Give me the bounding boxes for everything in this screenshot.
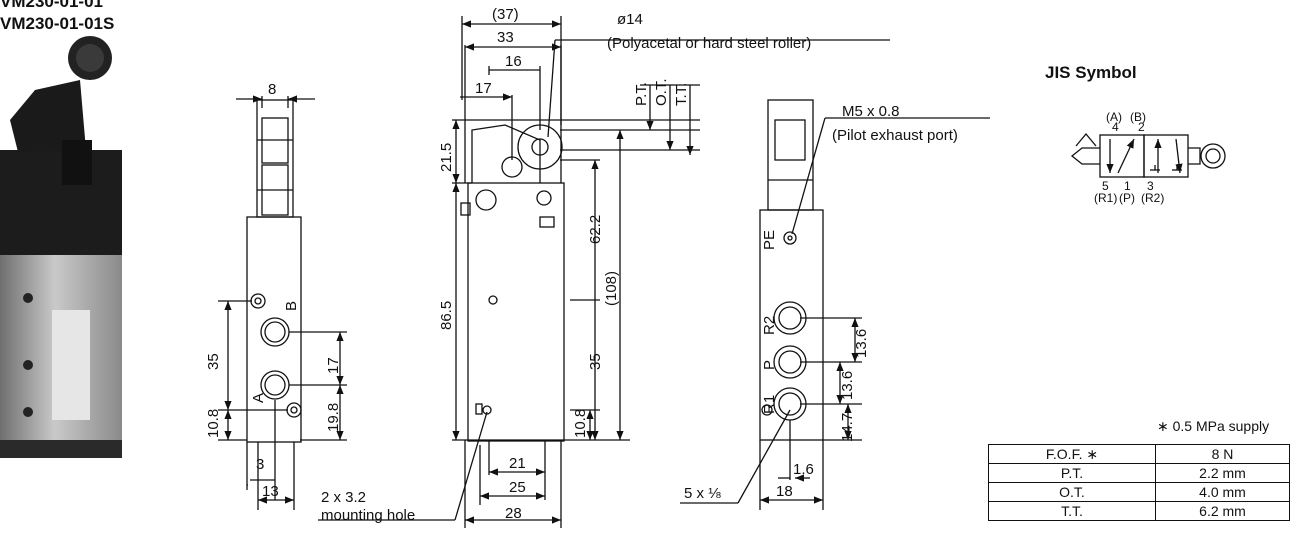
jis-port-r1: (R1) <box>1094 191 1117 205</box>
jis-port-b: (B) <box>1130 110 1146 124</box>
dim-center-37: (37) <box>492 6 519 23</box>
label-ot: O.T. <box>653 78 670 106</box>
jis-port-a: (A) <box>1106 110 1122 124</box>
dim-center-10-8: 10.8 <box>572 409 589 438</box>
dim-left-17: 17 <box>325 357 342 374</box>
dim-center-28: 28 <box>505 505 522 522</box>
dim-center-21-5: 21.5 <box>438 143 455 172</box>
table-row: P.T. 2.2 mm <box>988 463 1290 483</box>
port-label-b: B <box>283 301 300 311</box>
pilot-port-desc: (Pilot exhaust port) <box>832 127 958 144</box>
dim-center-33: 33 <box>497 29 514 46</box>
dim-right-14-7: 14.7 <box>839 413 856 442</box>
port-label-a: A <box>250 393 267 403</box>
dim-right-13-6a: 13.6 <box>853 329 870 358</box>
jis-port-4: 4 <box>1112 120 1119 134</box>
dim-left-35: 35 <box>205 353 222 370</box>
dim-center-62-2: 62.2 <box>587 215 604 244</box>
spec-value: 8 N <box>1155 444 1290 464</box>
dim-center-21: 21 <box>509 455 526 472</box>
roller-diameter: ø14 <box>617 11 643 28</box>
jis-port-2: 2 <box>1138 120 1145 134</box>
spec-label: P.T. <box>988 463 1156 483</box>
right-view <box>680 99 990 510</box>
dim-right-13-6b: 13.6 <box>839 371 856 400</box>
dim-center-16: 16 <box>505 53 522 70</box>
dim-center-35: 35 <box>587 353 604 370</box>
port-label-pe: PE <box>761 230 778 250</box>
mounting-hole-count: 2 x 3.2 <box>321 489 366 506</box>
model-number-2: VM230-01-01S <box>0 14 115 33</box>
valve-photo <box>0 36 122 458</box>
table-row: F.O.F. ∗ 8 N <box>988 444 1290 464</box>
pilot-port-size: M5 x 0.8 <box>842 103 900 120</box>
spec-label: T.T. <box>988 501 1156 521</box>
table-row: O.T. 4.0 mm <box>988 482 1290 502</box>
center-view <box>318 16 890 528</box>
jis-symbol <box>1070 132 1226 178</box>
supply-note: ∗ 0.5 MPa supply <box>1157 418 1270 434</box>
spec-value: 2.2 mm <box>1155 463 1290 483</box>
jis-port-5: 5 <box>1102 179 1109 193</box>
spec-label: F.O.F. ∗ <box>988 444 1156 464</box>
left-view <box>218 95 347 510</box>
dim-right-1-6: 1.6 <box>793 461 814 478</box>
dim-left-13: 13 <box>262 483 279 500</box>
label-tt: T.T. <box>673 83 690 106</box>
dim-right-18: 18 <box>776 483 793 500</box>
spec-label: O.T. <box>988 482 1156 502</box>
spec-value: 6.2 mm <box>1155 501 1290 521</box>
dim-left-3: 3 <box>256 456 264 473</box>
dim-center-25: 25 <box>509 479 526 496</box>
spec-table: F.O.F. ∗ 8 N P.T. 2.2 mm O.T. 4.0 mm T.T… <box>988 444 1290 521</box>
dim-left-19-8: 19.8 <box>325 403 342 432</box>
dim-left-8: 8 <box>268 81 276 98</box>
spec-value: 4.0 mm <box>1155 482 1290 502</box>
jis-port-3: 3 <box>1147 179 1154 193</box>
label-pt: P.T. <box>633 82 650 106</box>
jis-port-1: 1 <box>1124 179 1131 193</box>
model-number-1: VM230-01-01 <box>0 0 104 11</box>
port-thread: 5 x ⅛ <box>684 485 721 502</box>
port-label-r1: R1 <box>761 395 778 414</box>
dim-center-108: (108) <box>603 271 620 306</box>
dim-center-17: 17 <box>475 80 492 97</box>
jis-port-p: (P) <box>1119 191 1135 205</box>
roller-material: (Polyacetal or hard steel roller) <box>607 35 811 52</box>
jis-symbol-title: JIS Symbol <box>1045 63 1137 82</box>
jis-port-r2: (R2) <box>1141 191 1164 205</box>
mounting-hole-desc: mounting hole <box>321 507 415 524</box>
dim-left-10-8: 10.8 <box>205 409 222 438</box>
table-row: T.T. 6.2 mm <box>988 501 1290 521</box>
dim-center-86-5: 86.5 <box>438 301 455 330</box>
port-label-r2: R2 <box>761 316 778 335</box>
port-label-p: P <box>761 360 778 370</box>
